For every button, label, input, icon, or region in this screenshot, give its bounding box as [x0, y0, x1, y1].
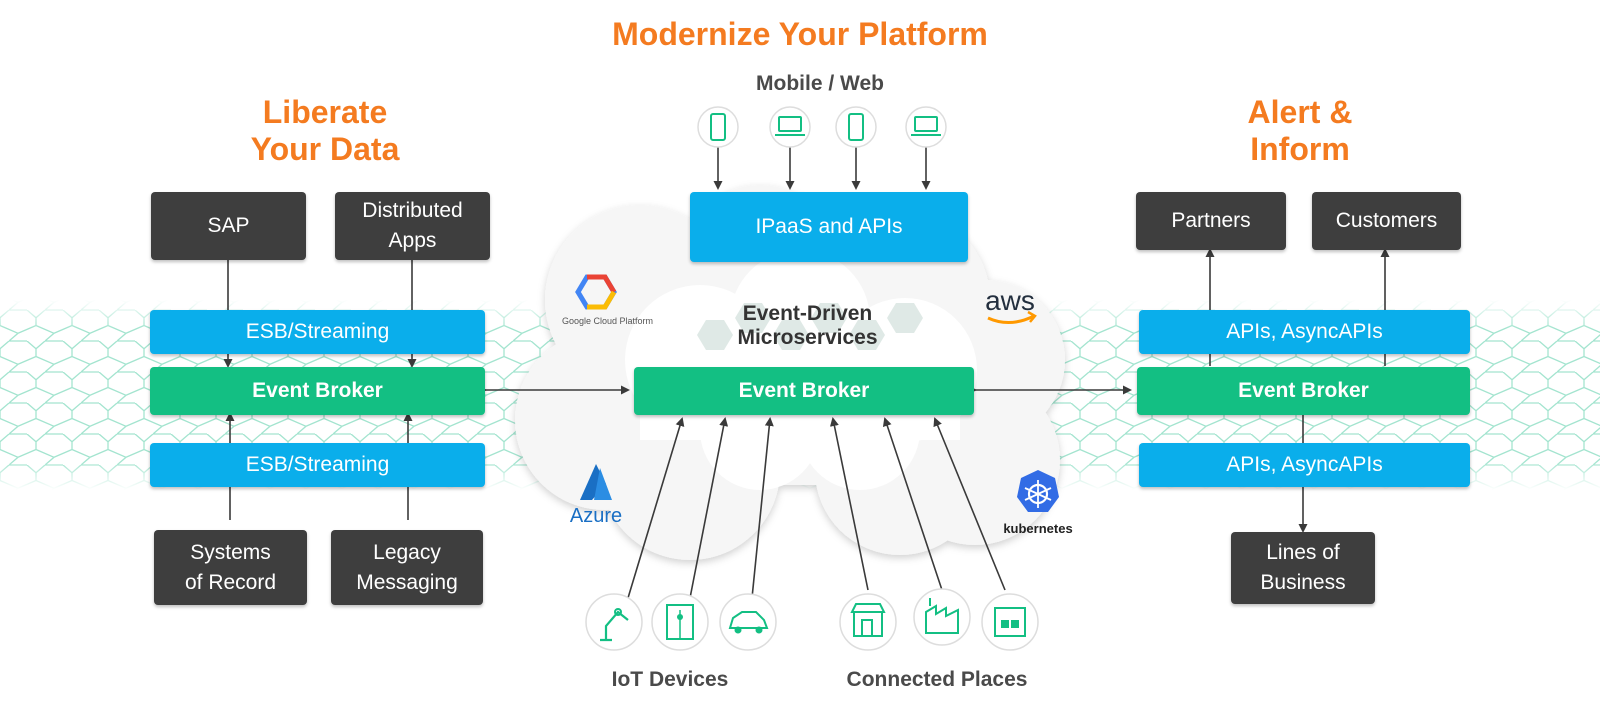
store-icon	[839, 593, 897, 651]
center-event-broker: Event Broker	[634, 367, 974, 415]
lines-of-business-box: Lines of Business	[1231, 532, 1375, 604]
mobile-web-label: Mobile / Web	[756, 72, 884, 95]
microservice-hexagons	[697, 303, 923, 350]
right-event-broker: Event Broker	[1137, 367, 1470, 415]
customers-box: Customers	[1312, 192, 1461, 250]
connected-places-label: Connected Places	[846, 668, 1028, 691]
elevator-icon	[651, 593, 709, 651]
azure-label: Azure	[569, 505, 623, 527]
kubernetes-label: kubernetes	[1003, 521, 1073, 536]
places-icons	[839, 588, 1039, 651]
partners-box: Partners	[1136, 192, 1286, 250]
robot-arm-icon	[585, 593, 643, 651]
distributed-apps-box: Distributed Apps	[335, 192, 490, 260]
legacy-messaging-box: Legacy Messaging	[331, 530, 483, 605]
left-heading: Liberate Your Data	[250, 94, 400, 167]
azure-logo-icon	[580, 464, 612, 500]
laptop-icon	[769, 106, 811, 148]
gcp-logo-icon	[575, 274, 617, 310]
kubernetes-logo-icon	[1017, 470, 1059, 512]
mobile-web-icons	[697, 106, 947, 148]
phone-icon	[835, 106, 877, 148]
arrows	[223, 144, 1390, 599]
systems-of-record-box: Systems of Record	[154, 530, 307, 605]
esb-streaming-bottom: ESB/Streaming	[150, 443, 485, 487]
factory-icon	[913, 588, 971, 646]
iot-icons	[585, 593, 777, 651]
laptop-icon	[905, 106, 947, 148]
iot-devices-label: IoT Devices	[611, 668, 729, 691]
event-driven-microservices-label: Event-Driven Microservices	[737, 302, 878, 349]
right-heading: Alert & Inform	[1247, 94, 1353, 167]
left-event-broker: Event Broker	[150, 367, 485, 415]
aws-label: aws	[985, 285, 1035, 316]
ipaas-apis-box: IPaaS and APIs	[690, 192, 968, 262]
apis-asyncapis-bottom: APIs, AsyncAPIs	[1139, 443, 1470, 487]
esb-streaming-top: ESB/Streaming	[150, 310, 485, 354]
center-heading: Modernize Your Platform	[612, 16, 988, 52]
building-icon	[981, 593, 1039, 651]
apis-asyncapis-top: APIs, AsyncAPIs	[1139, 310, 1470, 354]
gcp-label: Google Cloud Platform	[561, 316, 654, 326]
car-icon	[719, 593, 777, 651]
aws-smile-icon	[987, 310, 1037, 324]
sap-box: SAP	[151, 192, 306, 260]
phone-icon	[697, 106, 739, 148]
